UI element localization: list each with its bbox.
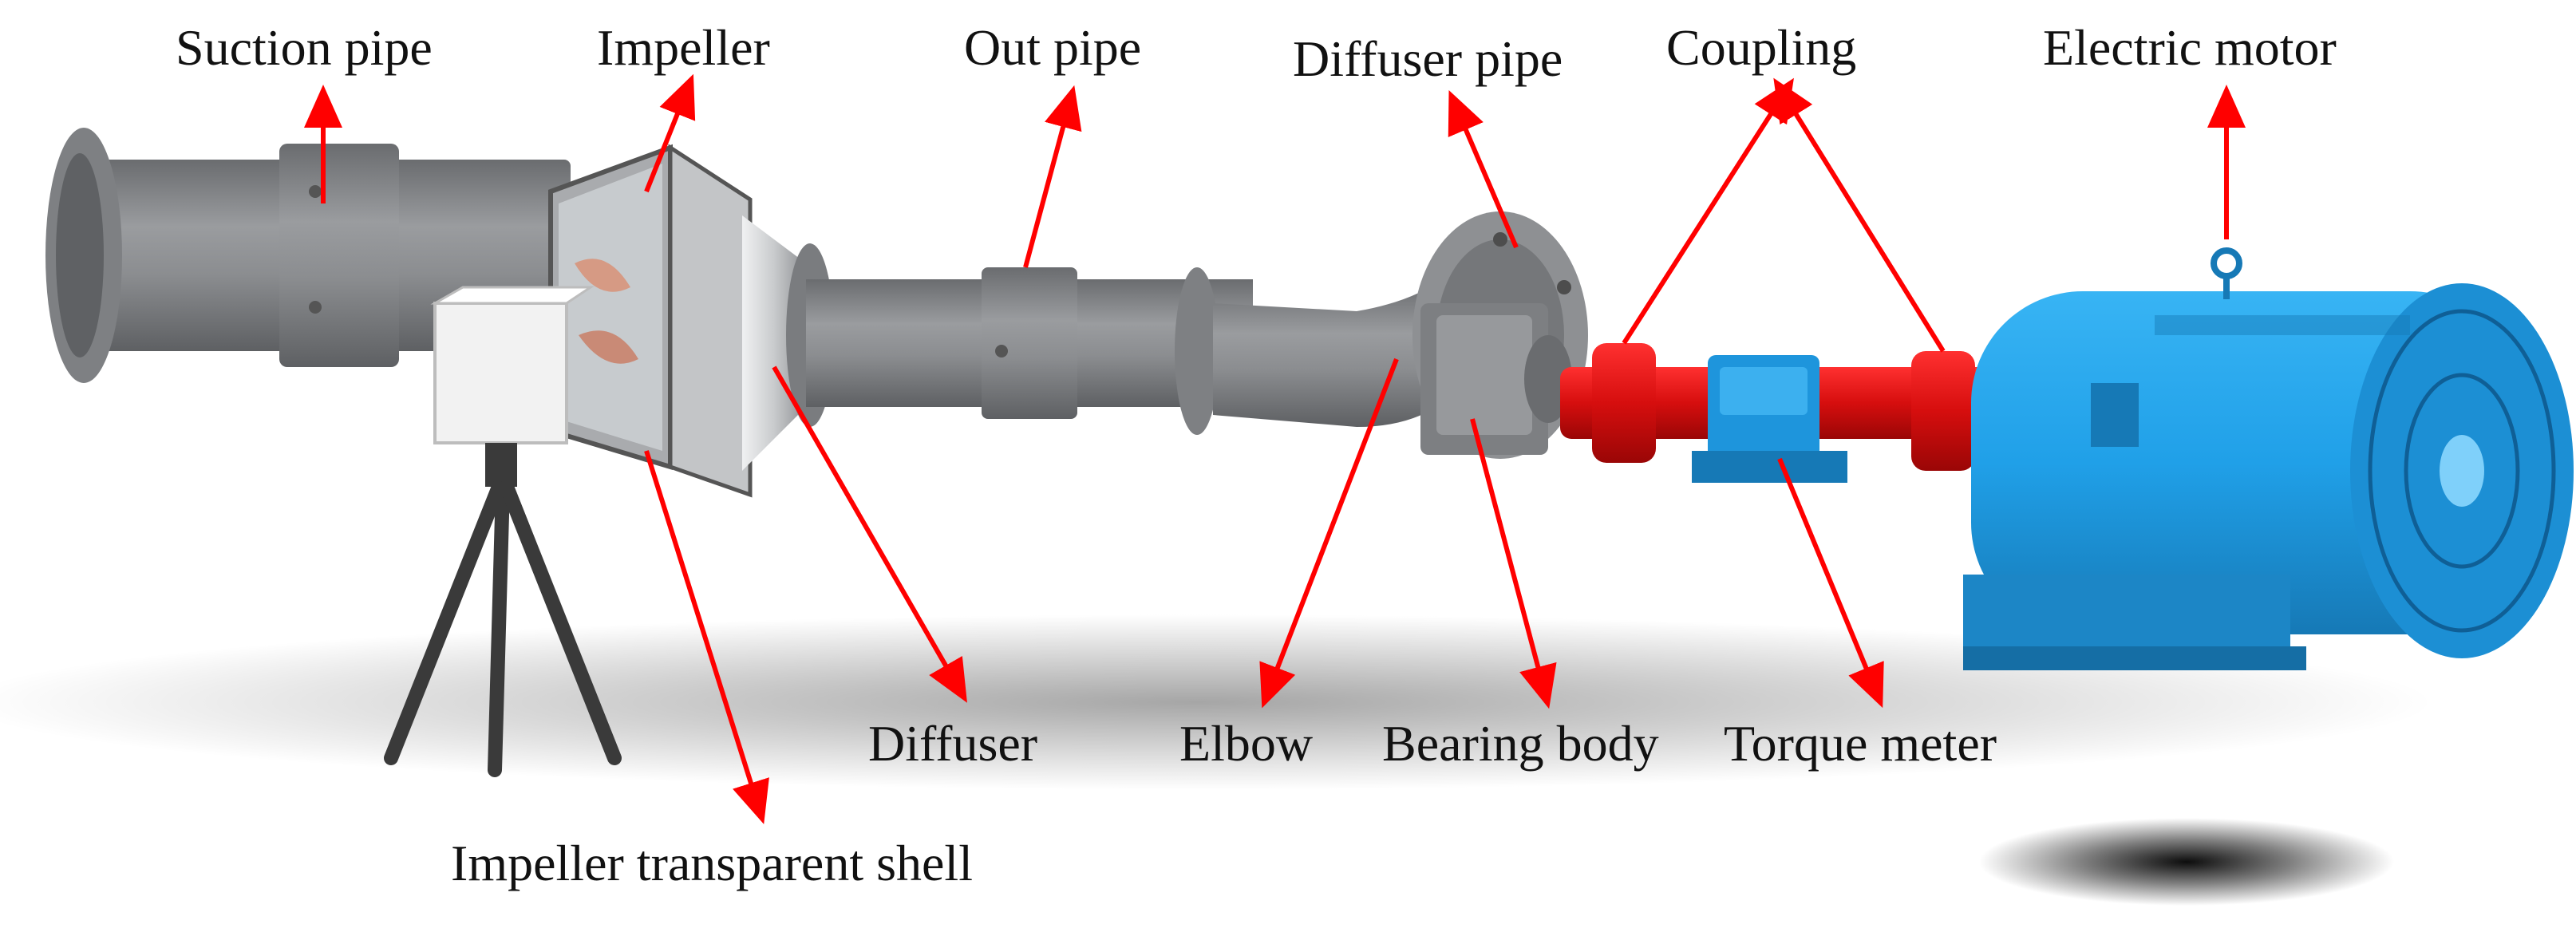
label-diffuser: Diffuser: [868, 715, 1038, 772]
arrow-torque-meter: [1777, 457, 1884, 709]
arrow-diffuser: [772, 365, 967, 703]
bearing-body: [1420, 303, 1572, 455]
camera-tripod: [384, 286, 622, 777]
electric-motor: [1963, 247, 2574, 670]
elbow: [1213, 283, 1436, 427]
label-suction-pipe: Suction pipe: [176, 19, 433, 76]
callout-arrows: [304, 73, 2246, 824]
arrow-out-pipe: [1023, 85, 1082, 268]
arrow-impeller-transparent-shell: [644, 450, 769, 824]
arrow-diffuser-pipe: [1448, 89, 1519, 249]
impeller-transparent-shell: [548, 144, 753, 498]
label-diffuser-pipe: Diffuser pipe: [1293, 30, 1563, 87]
torque-meter: [1692, 355, 1847, 483]
arrow-coupling-left: [1622, 77, 1794, 345]
label-impeller-transparent-shell: Impeller transparent shell: [451, 835, 973, 891]
diffuser: [742, 215, 806, 471]
label-electric-motor: Electric motor: [2043, 19, 2337, 76]
label-elbow: Elbow: [1179, 715, 1314, 772]
out-pipe: [786, 243, 1253, 435]
arrow-impeller: [644, 73, 696, 193]
label-out-pipe: Out pipe: [964, 19, 1142, 76]
label-bearing-body: Bearing body: [1382, 715, 1659, 772]
arrow-coupling-right: [1773, 77, 1946, 353]
label-coupling: Coupling: [1666, 19, 1857, 76]
label-impeller: Impeller: [597, 19, 770, 76]
label-torque-meter: Torque meter: [1724, 715, 1997, 772]
arrow-elbow: [1259, 357, 1399, 709]
arrow-bearing-body: [1470, 418, 1557, 709]
